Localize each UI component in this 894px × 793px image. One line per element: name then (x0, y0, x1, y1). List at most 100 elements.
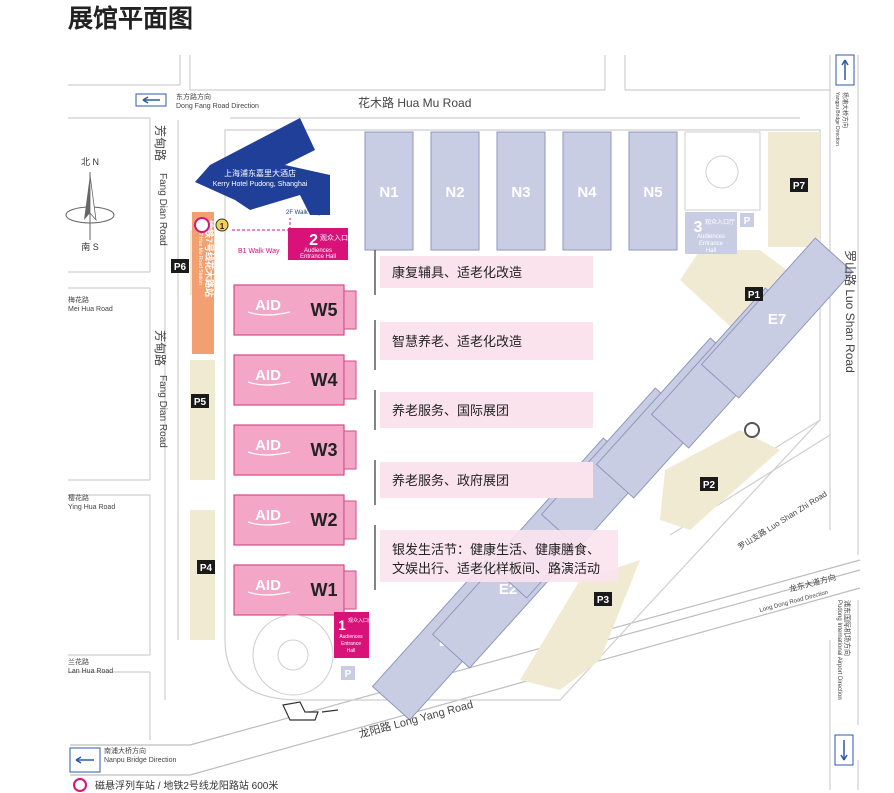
station-rail-icon (321, 709, 339, 713)
aid-logo-text: AID (255, 507, 281, 524)
road-yangpu-en: Yangpu Bridge Direction (834, 92, 840, 146)
entrance-2-number: 2 (309, 232, 318, 249)
road-airport-en: Pudong International Airport Direction (836, 600, 842, 700)
road-luoshan-zhi: 罗山支路 Luo Shan Zhi Road (736, 489, 829, 552)
aid-logo-swoosh (247, 451, 291, 456)
road-fangdian-top: 芳甸路 (153, 125, 168, 161)
metro-exit-number: 1 (220, 222, 225, 231)
label-w1-line1: 银发生活节：健康生活、健康膳食、 (392, 542, 600, 557)
hall-w2[interactable]: AID W2 (233, 494, 357, 546)
entrance-1[interactable] (334, 612, 369, 658)
metro-icon (194, 217, 210, 233)
walkway-b1-label: B1 Walk Way (238, 248, 280, 255)
entrance-2[interactable] (288, 228, 348, 260)
road-airport-cn: 浦东国际机场方向 (843, 600, 852, 656)
hall-w3-shape (233, 424, 345, 476)
aid-logo-swoosh (247, 381, 291, 386)
parking-area-p5 (190, 360, 215, 480)
road-fangdian-mid: 芳甸路 (153, 330, 168, 366)
road-nanpu-cn: 南浦大桥方向 (104, 746, 146, 755)
parking-area-p2 (660, 430, 780, 530)
hall-n2-label: N2 (445, 184, 464, 201)
hall-w5-label: W5 (311, 300, 338, 320)
parking-p1-badge (745, 287, 763, 301)
parking-p5-label: P5 (194, 397, 207, 408)
entrance-2-en2: Entrance Hall (300, 254, 336, 260)
parking-sign-south (341, 666, 355, 680)
east-plaza (684, 131, 761, 211)
hall-w5[interactable]: AID W5 (233, 284, 357, 336)
hall-e7-label: E7 (768, 311, 786, 328)
hall-w4-shape (233, 354, 345, 406)
hall-w3-label: W3 (311, 440, 338, 460)
hall-e7-shape (700, 237, 854, 399)
road-yinghua-cn: 樱花路 (68, 493, 89, 502)
entrance-3-en3: Hall (706, 248, 716, 254)
parking-p1-label: P1 (748, 290, 761, 301)
hall-w5-annex (343, 290, 357, 330)
entrance-1-en1: Audiences (339, 634, 363, 640)
entrance-3-number: 3 (694, 219, 703, 236)
hotel-building (195, 118, 330, 215)
hall-n4-label: N4 (577, 184, 597, 201)
arrow-left-icon (142, 96, 160, 104)
hall-w1-label: W1 (311, 580, 338, 600)
aid-logo-swoosh (247, 591, 291, 596)
road-yinghua-en: Ying Hua Road (68, 504, 115, 511)
entrance-3[interactable] (685, 212, 737, 254)
hall-w2-label: W2 (311, 510, 338, 530)
metro-station-label: 地铁7号线花木路站 (204, 220, 215, 297)
entrance-2-en1: Audiences (304, 248, 332, 254)
aid-logo-swoosh (247, 311, 291, 316)
metro-line-strip (192, 212, 214, 354)
parking-area-p4 (190, 510, 215, 640)
entrance-2-cn: 观众入口厅 (320, 234, 355, 242)
parking-p3-label: P3 (597, 595, 610, 606)
parking-sign-east (740, 213, 754, 227)
arrow-airport-box (834, 734, 854, 766)
hall-n5[interactable] (628, 131, 678, 251)
metro-station-label-en: Line 7 Hua Mu Road Station (197, 222, 203, 285)
road-dongfang-cn: 东方路方向 (176, 92, 211, 101)
hall-n3[interactable] (496, 131, 546, 251)
parking-sign-east-letter: P (744, 216, 751, 227)
hall-category-labels: 康复辅具、适老化改造 智慧养老、适老化改造 养老服务、国际展团 养老服务、政府展… (374, 250, 618, 590)
parking-p2-badge (700, 477, 718, 491)
road-fangdian-mid-en: Fang Dian Road (157, 375, 168, 448)
hall-n1[interactable] (364, 131, 414, 251)
parking-p6-badge (171, 259, 189, 273)
aid-logo-text: AID (255, 367, 281, 384)
label-w1-bg (380, 530, 618, 582)
hall-e7[interactable]: E7 (700, 237, 854, 399)
hall-n4[interactable] (562, 131, 612, 251)
aid-logo-text: AID (255, 577, 281, 594)
parking-sign-south-letter: P (345, 669, 352, 680)
road-meihua-en: Mei Hua Road (68, 306, 113, 313)
parking-p3-badge (594, 592, 612, 606)
parking-p6-label: P6 (174, 262, 187, 273)
road-dongfang-en: Dong Fang Road Direction (176, 103, 259, 110)
road-lanhua-cn: 兰花路 (68, 657, 89, 666)
label-w5: 康复辅具、适老化改造 (392, 265, 522, 280)
hall-w4-annex (343, 360, 357, 400)
hall-n3-label: N3 (511, 184, 530, 201)
station-building-icon (282, 701, 319, 721)
hall-n2[interactable] (430, 131, 480, 251)
parking-p4-label: P4 (200, 563, 213, 574)
walkway-b1 (232, 229, 291, 245)
hall-w1[interactable]: AID W1 (233, 564, 357, 616)
label-w3: 养老服务、国际展团 (392, 403, 509, 418)
entrance-3-en2: Entrance (699, 241, 724, 247)
footer-note: 磁悬浮列车站 / 地铁2号线龙阳路站 600米 (95, 779, 278, 792)
aid-logo-text: AID (255, 297, 281, 314)
entrance-1-en2: Entrance (341, 641, 361, 647)
walkway-2f-label: 2F Walk Way (286, 210, 321, 216)
arrow-yangpu-box (835, 54, 855, 86)
label-w5-bg (380, 256, 593, 288)
road-longdong-cn: 龙东大道方向 (788, 572, 837, 594)
hall-w3-annex (343, 430, 357, 470)
